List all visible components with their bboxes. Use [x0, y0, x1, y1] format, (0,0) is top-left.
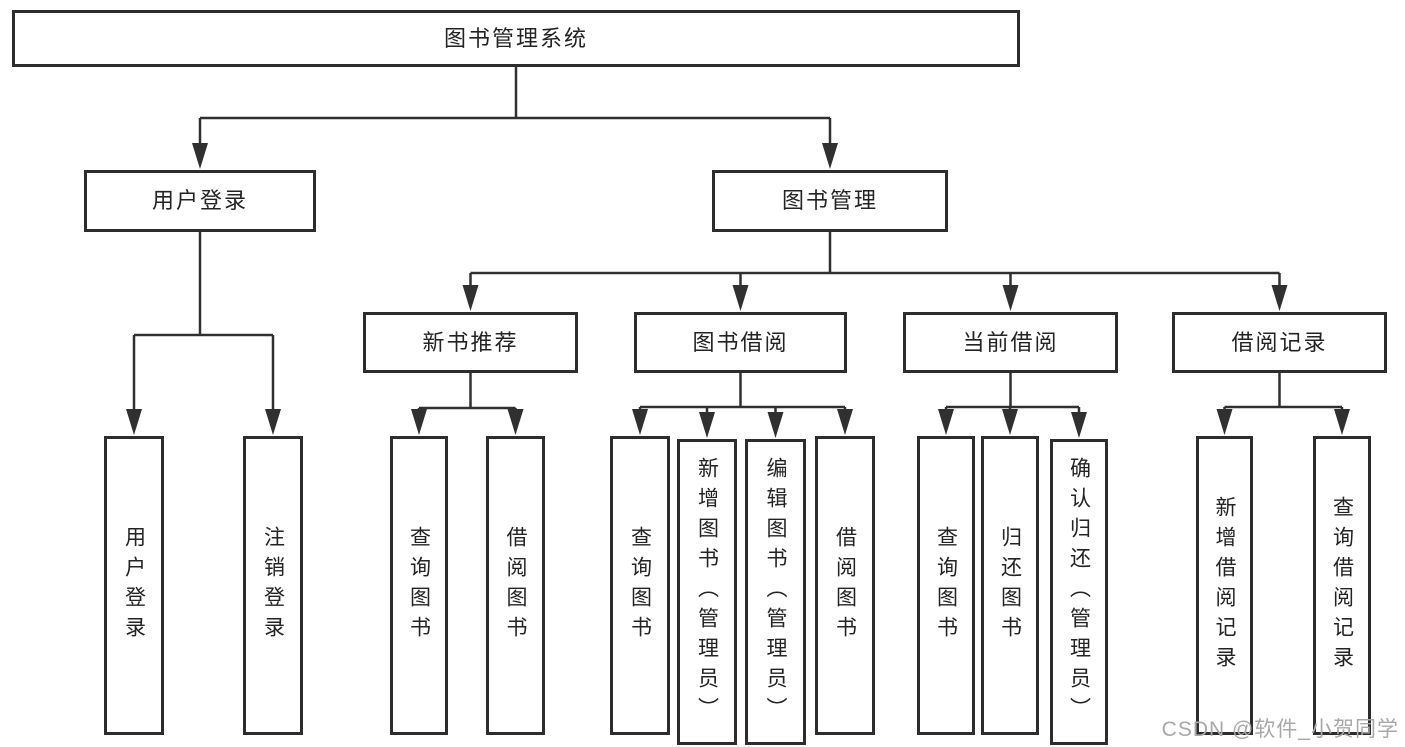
watermark-text: CSDN @软件_小贺同学: [1161, 718, 1399, 741]
node-label-leaf-query-rec: 查询借阅记录: [1330, 495, 1354, 676]
node-leaf-return: 归还图书: [981, 436, 1039, 735]
node-leaf-query-3: 查询图书: [917, 436, 975, 735]
node-label-root: 图书管理系统: [443, 25, 588, 51]
node-label-leaf-query-1: 查询图书: [407, 525, 431, 646]
node-leaf-login: 用户登录: [104, 436, 164, 735]
node-label-leaf-add-rec: 新增借阅记录: [1213, 495, 1236, 676]
connector-root: [198, 67, 832, 148]
connector-book-mgmt: [469, 232, 1281, 290]
node-label-new-book-rec: 新书推荐: [422, 329, 519, 355]
node-label-leaf-query-2: 查询图书: [628, 525, 652, 646]
node-book-borrow: 图书借阅: [634, 312, 847, 373]
arrowhead-leaf-login: [126, 409, 142, 435]
arrowhead-leaf-query-3: [938, 409, 954, 435]
node-label-current-borrow: 当前借阅: [962, 329, 1059, 355]
arrowhead-book-mgmt: [822, 143, 838, 169]
arrowhead-new-book-rec: [462, 285, 479, 311]
node-leaf-borrow-2: 借阅图书: [815, 436, 875, 735]
node-book-mgmt: 图书管理: [712, 170, 948, 232]
arrowhead-user-login: [192, 143, 208, 169]
node-borrow-record: 借阅记录: [1172, 312, 1387, 373]
node-label-leaf-logout: 注销登录: [261, 525, 285, 646]
node-label-leaf-add-book: 新增图书（管理员）: [695, 457, 719, 727]
node-leaf-query-2: 查询图书: [610, 436, 670, 735]
node-current-borrow: 当前借阅: [903, 312, 1118, 373]
arrowhead-leaf-logout: [265, 409, 281, 435]
arrowhead-borrow-record: [1271, 285, 1288, 311]
node-label-leaf-login: 用户登录: [122, 525, 146, 646]
arrowhead-leaf-query-2: [632, 409, 648, 435]
node-label-leaf-return: 归还图书: [998, 525, 1022, 646]
arrowhead-leaf-borrow-2: [837, 409, 853, 435]
arrowhead-leaf-add-book: [699, 412, 715, 438]
arrowhead-leaf-borrow-1: [507, 409, 524, 435]
node-user-login: 用户登录: [84, 170, 316, 232]
node-leaf-logout: 注销登录: [243, 436, 303, 735]
node-leaf-query-rec: 查询借阅记录: [1313, 436, 1371, 735]
node-label-leaf-edit-book: 编辑图书（管理员）: [764, 457, 787, 727]
node-root: 图书管理系统: [12, 10, 1020, 67]
arrowhead-leaf-add-rec: [1216, 409, 1233, 435]
connector-new-book-rec: [417, 373, 517, 414]
connector-borrow-record: [1223, 373, 1344, 414]
arrowhead-leaf-query-rec: [1334, 409, 1350, 435]
arrowhead-leaf-confirm: [1071, 412, 1087, 438]
node-leaf-confirm: 确认归还（管理员）: [1050, 439, 1108, 745]
node-label-user-login: 用户登录: [151, 188, 248, 213]
node-leaf-add-book: 新增图书（管理员）: [677, 439, 737, 745]
arrowhead-leaf-return: [1002, 409, 1018, 435]
node-label-leaf-query-3: 查询图书: [934, 525, 958, 646]
node-label-leaf-borrow-1: 借阅图书: [504, 525, 527, 646]
node-leaf-edit-book: 编辑图书（管理员）: [745, 439, 806, 745]
arrowhead-current-borrow: [1002, 285, 1019, 311]
arrowhead-book-borrow: [732, 285, 749, 311]
node-label-leaf-borrow-2: 借阅图书: [833, 525, 857, 646]
node-new-book-rec: 新书推荐: [363, 312, 578, 373]
arrowhead-leaf-edit-book: [767, 412, 784, 438]
node-leaf-borrow-1: 借阅图书: [486, 436, 545, 735]
arrowhead-leaf-query-1: [411, 409, 427, 435]
connector-user-login: [132, 232, 275, 414]
node-leaf-add-rec: 新增借阅记录: [1196, 436, 1253, 735]
node-label-borrow-record: 借阅记录: [1231, 329, 1328, 355]
node-label-leaf-confirm: 确认归还（管理员）: [1067, 457, 1091, 727]
node-label-book-mgmt: 图书管理: [781, 188, 878, 213]
node-label-book-borrow: 图书借阅: [692, 329, 789, 355]
node-leaf-query-1: 查询图书: [390, 436, 448, 735]
